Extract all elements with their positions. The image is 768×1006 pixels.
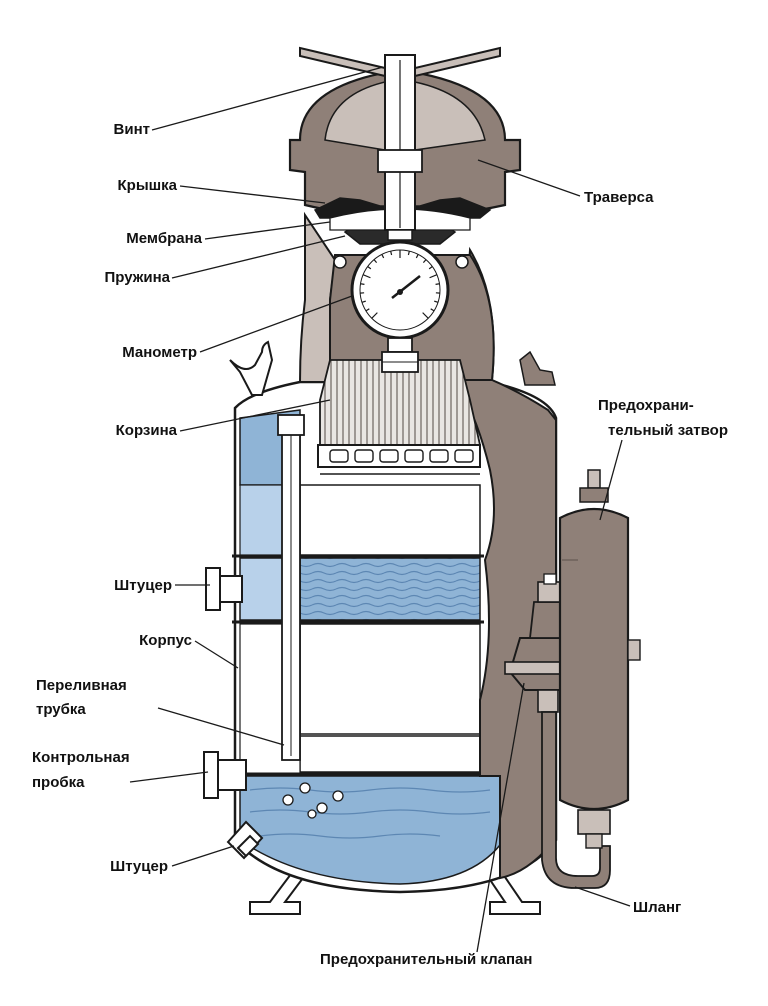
label-fitting-lower: Штуцер — [40, 857, 168, 876]
label-manometer: Манометр — [40, 343, 197, 362]
label-safety-valve: Предохранительный клапан — [320, 950, 532, 969]
label-safety-lock-line2: тельный затвор — [608, 421, 728, 440]
label-screw: Винт — [40, 120, 150, 139]
basket — [318, 360, 480, 474]
label-overflow-tube-line2: трубка — [36, 700, 86, 719]
label-traverse: Траверса — [584, 188, 654, 207]
label-basket: Корзина — [40, 421, 177, 440]
label-control-plug-line2: пробка — [32, 773, 85, 792]
safety-lock — [560, 470, 640, 848]
gauge-tick — [360, 284, 364, 285]
label-membrane: Мембрана — [40, 229, 202, 248]
label-hose: Шланг — [633, 898, 681, 917]
label-control-plug-line1: Контрольная — [32, 748, 130, 767]
label-spring: Пружина — [40, 268, 170, 287]
filling-funnel — [230, 342, 272, 395]
screw — [378, 55, 422, 240]
label-lid: Крышка — [40, 176, 177, 195]
label-overflow-tube-line1: Переливная — [36, 676, 127, 695]
label-fitting-upper: Штуцер — [40, 576, 172, 595]
overflow-tube — [278, 415, 304, 760]
gauge-tick — [436, 284, 440, 285]
label-body: Корпус — [40, 631, 192, 650]
label-safety-lock-line1: Предохрани- — [598, 396, 694, 415]
